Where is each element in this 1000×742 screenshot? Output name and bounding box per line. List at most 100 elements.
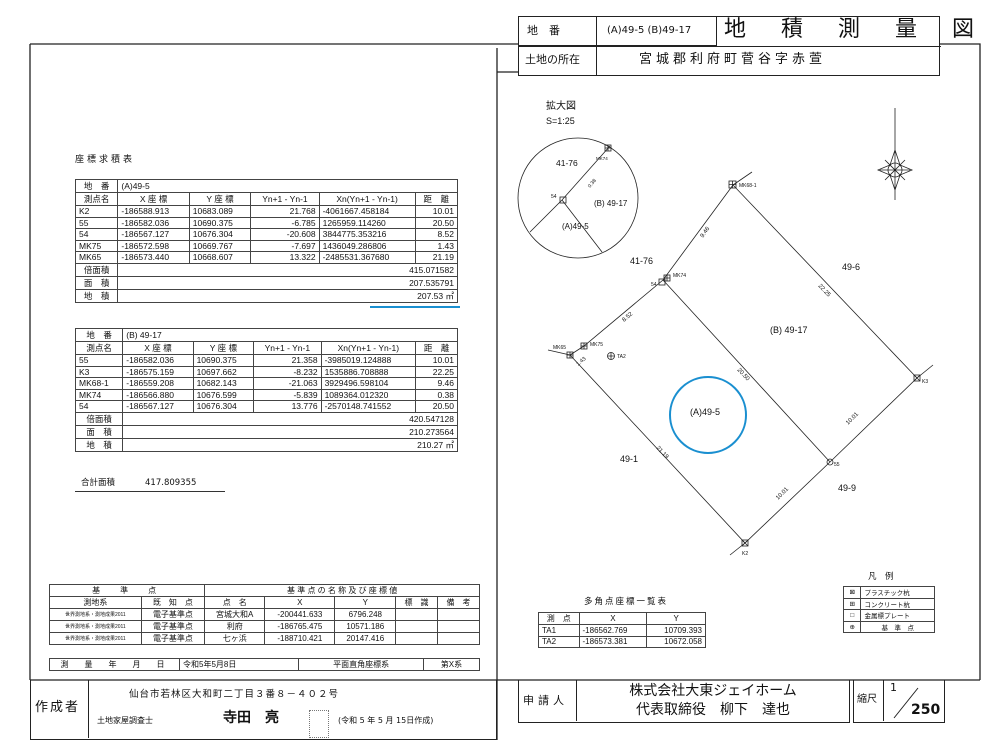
polygon-table-headers-1: X: [578, 612, 648, 625]
table-a-headers-0: 測点名: [74, 192, 119, 206]
compass-icon: [876, 108, 914, 200]
table-a-rows-1-2: 10690.375: [188, 216, 252, 229]
author-name: 寺田 亮: [223, 710, 279, 726]
map-inset-labels-0: 41-76: [556, 158, 578, 168]
map-distances-6: 10.01: [845, 411, 860, 426]
table-a-rows-3-0: MK75: [74, 239, 119, 252]
table-a-rows-0-5: 10.01: [414, 205, 459, 218]
map-points-7: 55: [834, 462, 840, 468]
table-a-headers-3: Yn+1 - Yn-1: [250, 192, 320, 206]
table-a-rows-1-5: 20.50: [414, 216, 459, 229]
map-parcels-5: 49-9: [838, 483, 856, 493]
table-a-rows-0-1: -186588.913: [117, 205, 190, 218]
table-b-land-area: 210.27 ㎡: [122, 437, 458, 452]
table-b-headers-0: 測点名: [74, 341, 124, 355]
benchmark-rows-2-3: -188710.421: [264, 632, 336, 645]
table-a-rows-2-5: 8.52: [414, 228, 459, 241]
table-a-rows-0-3: 21.768: [250, 205, 320, 218]
table-a-headers-5: 距 離: [414, 192, 459, 206]
plastic-stake-icon: ⊠: [842, 586, 862, 599]
author-address: 仙台市若林区大和町二丁目３番８－４０２号: [129, 689, 340, 700]
applicant-company: 株式会社大東ジェイホーム: [629, 683, 797, 699]
table-a-rows-1-1: -186582.036: [117, 216, 190, 229]
table-a-rows-3-3: -7.697: [250, 239, 320, 252]
metal-plate-icon: □: [842, 609, 862, 622]
map-parcels-0: 41-76: [630, 256, 653, 266]
map-inset-labels-5: (A)49-5: [562, 222, 589, 231]
parcel-boundaries: [547, 171, 934, 556]
table-a-headers-4: Xn(Yn+1 - Yn-1): [318, 192, 416, 206]
table-a-rows-0-0: K2: [74, 205, 119, 218]
applicant-block: 申請人 株式会社大東ジェイホーム 代表取締役 柳下 達也: [518, 680, 850, 723]
table-a-land-area-label: 地 積: [74, 288, 119, 303]
map-parcels-2: (B) 49-17: [770, 325, 808, 335]
map-parcels-3: (A)49-5: [690, 407, 720, 417]
map-distances-5: 21.19: [655, 445, 670, 461]
table-b-headers-1: X 座 標: [122, 341, 194, 355]
polygon-table-rows-1-0: TA2: [538, 635, 580, 648]
concrete-stake-icon: ⊞: [842, 597, 862, 610]
scale-block: 縮尺 1 250: [853, 680, 945, 723]
table-a-rows-3-1: -186572.598: [117, 239, 190, 252]
highlight-underline: [370, 306, 460, 308]
table-b-headers-3: Yn+1 - Yn-1: [253, 341, 322, 355]
survey-date: 令和5年5月8日: [178, 658, 300, 671]
chiban-label: 地 番: [519, 17, 597, 46]
legend-items-3: 基 準 点: [860, 620, 935, 633]
table-b-headers-5: 距 離: [415, 341, 458, 355]
map-inset-scale: S=1:25: [546, 116, 575, 126]
polygon-table-rows-0-1: -186562.769: [578, 624, 648, 637]
author-title: 土地家屋調査士: [97, 716, 153, 725]
map-inset-labels-3: 54: [551, 194, 557, 200]
scale-label: 縮尺: [854, 680, 884, 721]
location-label: 土地の所在: [519, 46, 597, 75]
table-a-rows-3-5: 1.43: [414, 239, 459, 252]
polygon-table-rows-1-1: -186573.381: [578, 635, 648, 648]
map-points-2: MK74: [673, 273, 686, 279]
survey-system-label: 平面直角座標系: [298, 658, 424, 671]
map-distances-4: 20.50: [736, 367, 751, 383]
legend-items-2: 金属標プレート: [860, 609, 935, 622]
land-area-a: 207.53 ㎡: [117, 288, 458, 303]
table-b-headers-4: Xn(Yn+1 - Yn-1): [320, 341, 417, 355]
map-distances-7: 10.01: [775, 486, 790, 501]
map-points-3: MK75: [590, 342, 603, 348]
table-a-rows-2-3: -20.608: [250, 228, 320, 241]
table-a-rows-2-2: 10676.304: [188, 228, 252, 241]
document-title: 地 積 測 量 図: [724, 17, 988, 42]
area-table-title: 座標求積表: [75, 155, 136, 165]
survey-system: 第X系: [422, 658, 481, 671]
map-parcels-4: 49-1: [620, 454, 638, 464]
chiban-value: (A)49-5 (B)49-17: [597, 17, 717, 46]
benchmark-rows-2-6: [437, 632, 480, 645]
polygon-table-rows-1-2: 10672.058: [646, 635, 706, 648]
location-value: 宮城郡利府町菅谷字赤萱: [639, 52, 827, 67]
table-a-rows-3-4: 1436049.286806: [318, 239, 416, 252]
survey-date-label: 測 量 年 月 日: [49, 658, 180, 671]
table-a-rows-1-0: 55: [74, 216, 119, 229]
map-points-6: K3: [922, 379, 928, 385]
map-inset-labels-2: 0.38: [587, 178, 598, 189]
map-inset-labels-1: MK74: [596, 156, 608, 161]
total-label: 合計面積: [81, 478, 116, 488]
table-b-land-area-label: 地 積: [74, 437, 124, 452]
table-a-headers-1: X 座 標: [117, 192, 190, 206]
table-a-rows-0-4: -4061667.458184: [318, 205, 416, 218]
scale-den: 250: [911, 702, 941, 718]
map-points-5: TA2: [617, 354, 626, 360]
map-inset-labels-4: (B) 49-17: [594, 199, 628, 208]
seal-stamp: [309, 710, 329, 738]
